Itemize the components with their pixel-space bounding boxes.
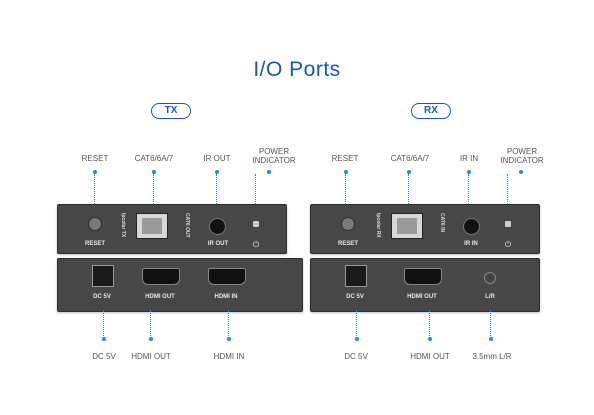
tx-hdmi-in-port [208,268,246,285]
led-icon [253,221,259,227]
rx-reset-dot [344,170,348,174]
rx-hdmi-out-line [429,310,430,338]
tx-badge: TX [151,103,191,119]
rx-reset-line [345,174,346,208]
tx-dc-jack [92,265,114,287]
tx-reset-button [88,217,102,231]
tx-power-dot [267,170,271,174]
rx-badge: RX [411,103,451,119]
tx-cat-dot [152,170,156,174]
tx-ir-line [216,174,217,208]
tx-ir-label: IR OUT [203,154,231,163]
tx-side-left-label: Ipcolar TX [120,213,126,238]
rx-cat-dot [407,170,411,174]
rx-hdmi-out-panel-label: HDMI OUT [407,294,437,300]
tx-front-panel: RESET Ipcolar TX CAT6 OUT IR OUT ⏻ [57,204,287,254]
tx-dc-panel-label: DC 5V [93,294,111,300]
rx-side-right-label: CAT6 IN [439,213,445,233]
tx-reset-line [94,174,95,208]
rx-side-left-label: Ipcolar RX [375,213,381,238]
rx-dc-dot [355,337,359,341]
tx-ir-dot [215,170,219,174]
tx-power-label: POWER INDICATOR [252,147,296,165]
rx-front-panel: RESET Ipcolar RX CAT6 IN IR IN ⏻ [310,204,540,254]
tx-dc-dot [102,337,106,341]
rx-hdmi-out-dot [428,337,432,341]
tx-dc-label: DC 5V [92,352,116,361]
rx-lr-line [490,310,491,338]
tx-hdmi-out-line [150,310,151,338]
tx-cat-label: CAT6/6A/7 [134,154,174,163]
tx-ir-panel-label: IR OUT [207,241,229,247]
tx-hdmi-out-label: HDMI OUT [131,352,171,361]
rx-ir-label: IR IN [459,154,479,163]
rx-cat-line [408,174,409,208]
power-icon: ⏻ [504,240,512,249]
tx-hdmi-in-label: HDMI IN [213,352,245,361]
rx-ir-line [468,174,469,208]
rx-lr-panel-label: L/R [485,294,495,300]
tx-hdmi-out-dot [149,337,153,341]
tx-hdmi-in-dot [227,337,231,341]
rx-dc-label: DC 5V [344,352,368,361]
rx-reset-panel-label: RESET [337,241,358,247]
rx-rear-panel: DC 5V HDMI OUT L/R [310,258,540,312]
rx-lr-jack [484,272,496,284]
rx-ir-panel-label: IR IN [464,241,478,247]
tx-hdmi-in-line [228,310,229,338]
tx-reset-dot [93,170,97,174]
tx-hdmi-in-panel-label: HDMI IN [214,294,238,300]
tx-cat-line [153,174,154,208]
rx-power-label: POWER INDICATOR [500,147,544,165]
rx-dc-jack [345,265,367,287]
rx-cat-label: CAT6/6A/7 [390,154,430,163]
rx-hdmi-out-label: HDMI OUT [410,352,450,361]
rx-reset-label: RESET [331,154,359,163]
tx-ir-out-jack [209,218,226,235]
tx-rj45-port [136,213,168,239]
tx-power-line [255,174,269,208]
tx-hdmi-out-port [142,268,180,285]
rx-lr-label: 3.5mm L/R [472,352,512,361]
rx-dc-panel-label: DC 5V [346,294,364,300]
rx-power-dot [519,170,523,174]
rx-power-line [507,174,521,208]
tx-reset-panel-label: RESET [84,241,105,247]
power-icon: ⏻ [252,240,260,249]
rx-hdmi-out-port [404,268,442,285]
tx-side-right-label: CAT6 OUT [184,213,190,238]
rx-ir-dot [467,170,471,174]
rx-ir-in-jack [463,218,480,235]
rx-lr-dot [489,337,493,341]
rx-rj45-port [391,213,423,239]
led-icon [505,221,511,227]
page-title: I/O Ports [253,58,341,81]
tx-rear-panel: DC 5V HDMI OUT HDMI IN [57,258,303,312]
tx-reset-label: RESET [81,154,109,163]
rx-dc-line [356,310,357,338]
tx-hdmi-out-panel-label: HDMI OUT [145,294,175,300]
rx-reset-button [341,217,355,231]
tx-dc-line [103,310,104,338]
